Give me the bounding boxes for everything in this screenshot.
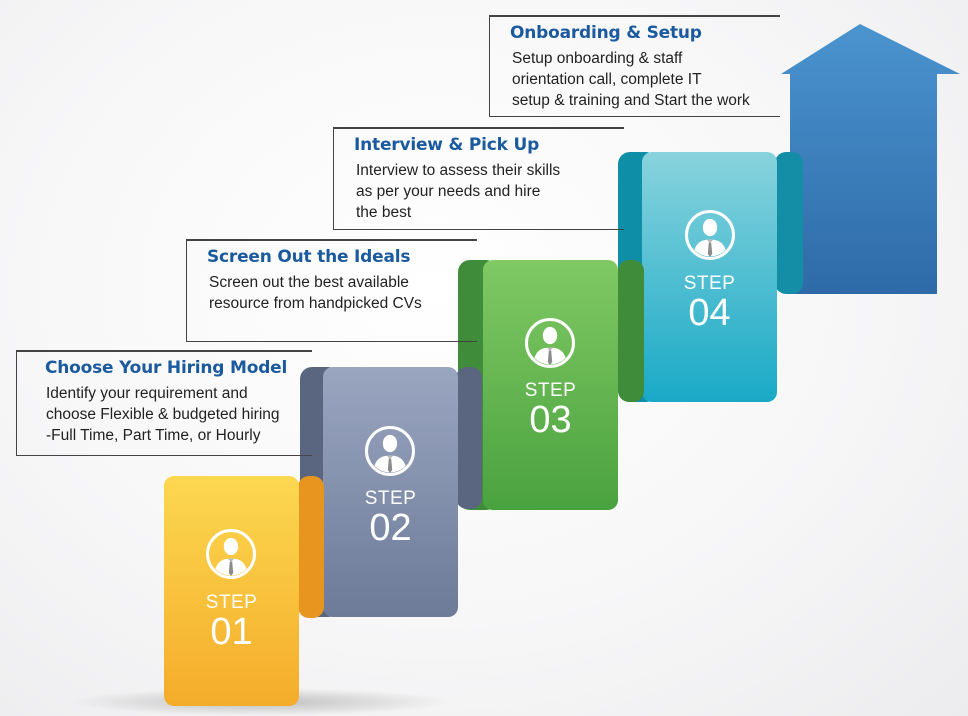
step-number: 04 bbox=[688, 292, 731, 334]
step-number: 02 bbox=[369, 507, 412, 549]
callout-step-03: Interview & Pick Up Interview to assess … bbox=[333, 127, 624, 230]
step-03-label: STEP 03 bbox=[483, 380, 618, 441]
callout-step-02: Screen Out the Ideals Screen out the bes… bbox=[186, 239, 477, 342]
step-04-title: Onboarding & Setup bbox=[510, 23, 702, 43]
callout-step-04: Onboarding & Setup Setup onboarding & st… bbox=[489, 15, 780, 117]
step-word: STEP bbox=[364, 488, 417, 509]
step-word: STEP bbox=[524, 380, 577, 401]
step-02-label: STEP 02 bbox=[323, 488, 458, 549]
step-01-block bbox=[164, 476, 324, 706]
step-word: STEP bbox=[683, 273, 736, 294]
step-word: STEP bbox=[205, 592, 258, 613]
step-04-description: Setup onboarding & staff orientation cal… bbox=[512, 50, 750, 109]
growth-arrow bbox=[778, 24, 960, 294]
step-03-title: Interview & Pick Up bbox=[354, 135, 540, 155]
step-01-description: Identify your requirement and choose Fle… bbox=[46, 385, 280, 444]
step-01-title: Choose Your Hiring Model bbox=[45, 358, 288, 378]
step-02-description: Screen out the best available resource f… bbox=[209, 274, 422, 312]
callout-step-01: Choose Your Hiring Model Identify your r… bbox=[16, 350, 312, 456]
step-number: 03 bbox=[529, 399, 572, 441]
step-04-label: STEP 04 bbox=[642, 273, 777, 334]
step-02-title: Screen Out the Ideals bbox=[207, 247, 411, 267]
step-01-label: STEP 01 bbox=[164, 592, 299, 653]
step-number: 01 bbox=[210, 611, 253, 653]
step-03-description: Interview to assess their skills as per … bbox=[356, 162, 561, 221]
